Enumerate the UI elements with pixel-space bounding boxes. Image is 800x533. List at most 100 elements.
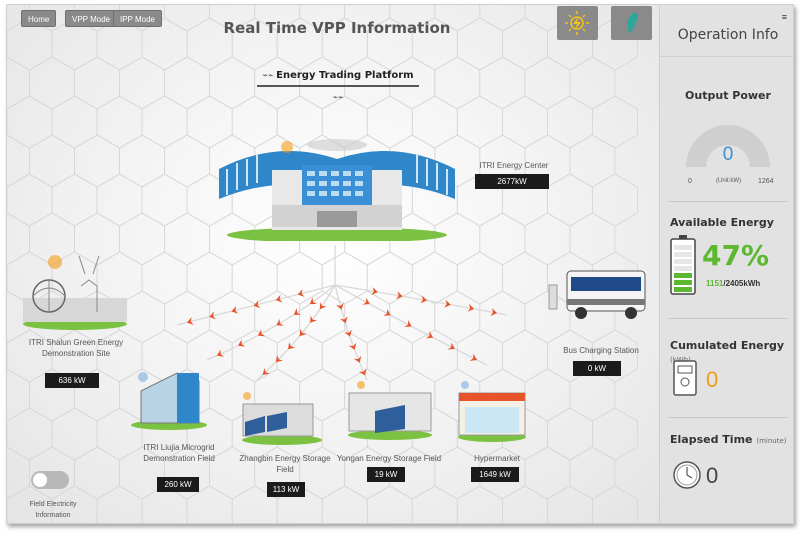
divider-2 <box>668 318 788 319</box>
bus-value: 0 kW <box>573 361 621 376</box>
flow-arrow <box>447 342 455 350</box>
main-panel: Home VPP Mode IPP Mode Real Time VPP Inf… <box>7 5 659 523</box>
taiwan-map-button[interactable] <box>611 6 652 40</box>
output-power-max: 1264 <box>758 178 774 185</box>
flow-arrow <box>467 303 475 312</box>
liujia-label: ITRI Liujia Microgrid Demonstration Fiel… <box>143 443 215 463</box>
stopwatch-icon <box>673 461 701 489</box>
flow-arrow <box>469 353 477 361</box>
flow-arrow <box>336 302 344 310</box>
meter-icon <box>673 360 697 396</box>
zhangbin-illustration <box>242 392 322 445</box>
bus-label: Bus Charging Station <box>563 346 639 355</box>
app-frame: Home VPP Mode IPP Mode Real Time VPP Inf… <box>6 4 794 524</box>
platform-label: Energy Trading Platform <box>276 70 414 81</box>
flow-arrow <box>216 349 224 357</box>
output-power-title: Output Power <box>685 89 771 102</box>
battery-cell <box>674 266 692 271</box>
taiwan-map-icon <box>627 12 638 34</box>
battery-cell <box>674 245 692 250</box>
operation-info-panel: Operation Info ≡ Output Power 0 0 (Unit:… <box>659 5 793 523</box>
flow-arrow <box>348 342 357 350</box>
output-power-value: 0 <box>722 144 734 165</box>
field-electricity-toggle[interactable] <box>31 471 69 489</box>
operation-info-title: Operation Info <box>677 27 779 43</box>
lightning-icon <box>565 11 589 35</box>
page-title: Real Time VPP Information <box>223 19 451 37</box>
yongan-value: 19 kW <box>367 467 405 482</box>
flow-arrow <box>420 295 427 304</box>
output-power-min: 0 <box>688 178 692 185</box>
flow-arrow <box>238 339 246 347</box>
flow-arrow <box>257 329 266 337</box>
available-energy-total: /2405kWh <box>723 279 761 288</box>
cumulated-energy-unit: (kWh) <box>670 356 691 364</box>
elapsed-time-heading: Elapsed Time (minute) <box>670 433 787 446</box>
flow-arrow <box>231 305 239 314</box>
energy-trading-platform[interactable]: ⌁⌁ Energy Trading Platform ⌁⌁ <box>257 65 419 103</box>
hex-cell <box>592 485 638 523</box>
output-power-unit: (Unit:kW) <box>716 178 741 184</box>
liujia-illustration <box>131 372 207 430</box>
yongan-label: Yongan Energy Storage Field <box>336 454 442 463</box>
flow-arrow <box>362 297 370 305</box>
flow-arrow <box>353 355 362 363</box>
liujia-value: 260 kW <box>157 477 199 492</box>
output-power-gauge <box>686 125 770 167</box>
side-header <box>660 5 793 57</box>
bus-illustration <box>548 270 646 319</box>
elapsed-time-value: 0 <box>706 463 719 488</box>
circuit-icon-left: ⌁⌁ <box>262 71 277 81</box>
cumulated-energy-value: 0 <box>706 367 719 392</box>
flow-arrow <box>371 287 378 296</box>
hypermarket-illustration <box>458 381 526 442</box>
flow-arrow <box>309 297 318 305</box>
yongan-illustration <box>348 381 432 440</box>
flow-arrow <box>293 308 301 315</box>
battery-cell <box>674 273 692 278</box>
flow-arrow <box>319 302 327 310</box>
flow-arrow <box>253 300 261 309</box>
battery-cell <box>674 252 692 257</box>
hypermarket-value: 1649 kW <box>471 467 519 482</box>
flow-arrow <box>275 355 283 363</box>
energy-center-illustration <box>219 139 455 241</box>
energy-flow-arrows <box>186 287 498 376</box>
shalun-value: 636 kW <box>45 373 99 388</box>
flow-arrow <box>209 311 216 320</box>
flow-arrow <box>404 320 412 328</box>
available-energy-current: 1151 <box>706 279 724 288</box>
flow-arrow <box>299 328 307 337</box>
flow-arrow <box>297 289 305 297</box>
battery-icon <box>670 235 696 295</box>
lightning-button[interactable] <box>557 6 598 40</box>
elapsed-time-unit: (minute) <box>756 437 787 445</box>
flow-arrow <box>344 329 352 337</box>
available-energy-title: Available Energy <box>670 216 774 229</box>
flow-arrow <box>310 315 317 323</box>
available-energy-percent: 47% <box>702 239 770 272</box>
shalun-illustration <box>23 255 127 330</box>
flow-arrow <box>425 331 434 339</box>
cumulated-energy-heading: Cumulated Energy (kWh) <box>670 339 793 365</box>
ipp-mode-button[interactable]: IPP Mode <box>113 10 162 27</box>
energy-center-value: 2677kW <box>475 174 549 189</box>
flow-arrow <box>359 368 367 376</box>
zhangbin-value: 113 kW <box>267 482 305 497</box>
flow-arrow <box>262 367 270 375</box>
divider-1 <box>668 201 788 202</box>
energy-center-label: ITRI Energy Center <box>479 161 549 170</box>
flow-arrow <box>383 308 391 316</box>
home-button[interactable]: Home <box>21 10 57 27</box>
toggle-knob <box>33 473 47 487</box>
energy-flow-lines <box>176 245 508 381</box>
flow-arrow <box>444 299 451 308</box>
elapsed-time-title: Elapsed Time <box>670 433 753 446</box>
flow-arrow <box>490 308 498 316</box>
flow-arrow <box>339 316 348 324</box>
circuit-icon-right: ⌁⌁ <box>332 93 344 103</box>
flow-arrow <box>276 318 284 326</box>
flow-arrow <box>396 291 403 300</box>
menu-icon[interactable]: ≡ <box>781 12 787 22</box>
shalun-label: ITRI Shalun Green Energy Demonstration S… <box>28 338 124 358</box>
